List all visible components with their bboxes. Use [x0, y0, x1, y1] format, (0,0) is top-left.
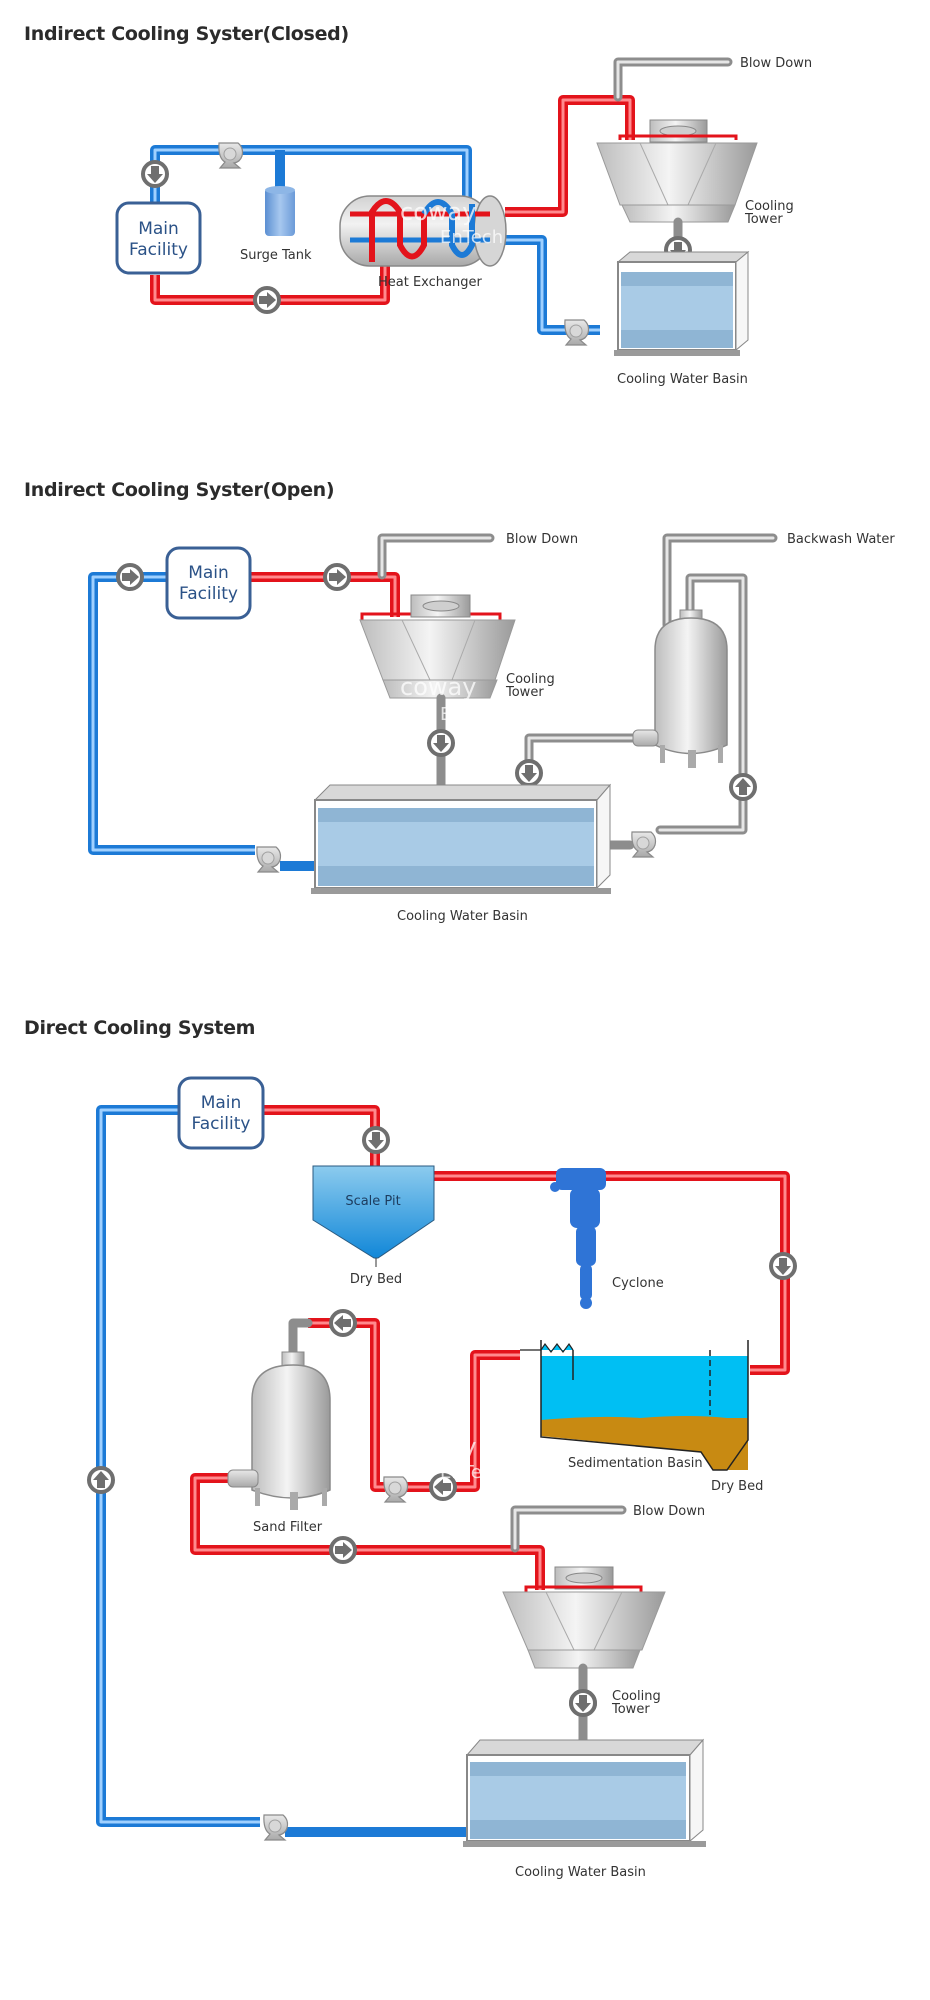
svg-text:Facility: Facility	[129, 240, 188, 260]
heat-exchanger-label: Heat Exchanger	[378, 275, 482, 290]
scale-pit: Scale Pit	[312, 1165, 435, 1267]
svg-text:Facility: Facility	[179, 584, 238, 604]
cooling-tower-label: Cooling	[745, 199, 794, 214]
watermark: coway EnTech	[400, 198, 503, 248]
watermark: coway EnTech	[400, 1433, 503, 1483]
cyclone-label: Cyclone	[612, 1276, 664, 1291]
blow-down-pipe	[377, 533, 495, 580]
section-direct: Direct Cooling System Main	[24, 1017, 797, 1880]
surge-tank	[265, 186, 295, 236]
flow-arrow-left-icon	[329, 1309, 357, 1337]
cooling-water-basin	[463, 1738, 706, 1847]
surge-tank-label: Surge Tank	[240, 248, 312, 263]
blow-down-label: Blow Down	[633, 1504, 705, 1519]
flow-arrow-right-icon	[116, 563, 144, 591]
main-facility-box: Main Facility	[177, 1076, 265, 1150]
flow-arrow-up-icon	[87, 1466, 115, 1494]
flow-arrow-down-icon	[427, 729, 455, 757]
flow-arrow-right-icon	[323, 563, 351, 591]
flow-arrow-up-icon	[729, 773, 757, 801]
dry-bed-label: Dry Bed	[350, 1272, 402, 1287]
svg-text:Facility: Facility	[192, 1114, 251, 1134]
svg-text:Tower: Tower	[611, 1702, 650, 1717]
section-indirect-closed: Indirect Cooling Syster(Closed) Blow Dow…	[24, 23, 812, 387]
svg-text:Tower: Tower	[505, 685, 544, 700]
sedimentation-basin	[520, 1340, 749, 1471]
flow-arrow-right-icon	[329, 1536, 357, 1564]
flow-arrow-down-icon	[769, 1252, 797, 1280]
pump-icon	[564, 319, 590, 346]
svg-text:EnTech: EnTech	[440, 1462, 503, 1483]
flow-arrow-down-icon	[515, 759, 543, 787]
svg-text:Main: Main	[201, 1093, 242, 1113]
heat-exchanger	[339, 195, 507, 267]
section-title: Direct Cooling System	[24, 1017, 255, 1039]
svg-text:Main: Main	[188, 563, 229, 583]
cooling-tower	[596, 119, 758, 223]
watermark: coway EnTech	[400, 673, 503, 725]
sand-filter-label: Sand Filter	[253, 1520, 323, 1535]
cold-pipe	[88, 572, 315, 871]
blow-down-label: Blow Down	[506, 532, 578, 547]
cooling-tower-label: Cooling	[612, 1689, 661, 1704]
pump-icon	[256, 846, 282, 873]
pump-icon	[218, 142, 244, 169]
cooling-tower	[359, 594, 516, 699]
svg-text:EnTech: EnTech	[440, 704, 503, 725]
svg-text:coway: coway	[400, 673, 476, 701]
cooling-tower-label: Cooling	[506, 672, 555, 687]
dry-bed-label: Dry Bed	[711, 1479, 763, 1494]
section-title: Indirect Cooling Syster(Closed)	[24, 23, 349, 45]
section-indirect-open: Indirect Cooling Syster(Open) Blow Down …	[24, 479, 895, 924]
section-title: Indirect Cooling Syster(Open)	[24, 479, 334, 501]
backwash-water-label: Backwash Water	[787, 532, 895, 547]
blow-down-label: Blow Down	[740, 56, 812, 71]
svg-text:coway: coway	[400, 198, 476, 226]
cooling-water-basin	[614, 250, 750, 356]
blow-down-pipe	[613, 57, 733, 102]
filter-inlet-pipe	[288, 1318, 313, 1360]
cooling-water-basin-label: Cooling Water Basin	[515, 1865, 646, 1880]
cyclone	[550, 1168, 606, 1309]
cooling-water-basin-label: Cooling Water Basin	[617, 372, 748, 387]
cooling-water-basin-label: Cooling Water Basin	[397, 909, 528, 924]
pump-icon	[263, 1814, 289, 1841]
pump-icon	[383, 1476, 409, 1503]
cooling-tower	[502, 1566, 666, 1669]
svg-text:coway: coway	[400, 1433, 476, 1461]
sedimentation-basin-label: Sedimentation Basin	[568, 1456, 703, 1471]
pump-icon	[631, 831, 657, 858]
flow-arrow-right-icon	[253, 286, 281, 314]
flow-arrow-down-icon	[362, 1126, 390, 1154]
main-facility-box: Main Facility	[165, 546, 252, 620]
svg-text:Main: Main	[138, 219, 179, 239]
flow-arrow-down-icon	[569, 1689, 597, 1717]
cooling-water-basin	[311, 783, 612, 894]
main-facility-box: Main Facility	[115, 201, 202, 275]
blow-down-pipe	[510, 1505, 627, 1553]
svg-text:EnTech: EnTech	[440, 227, 503, 248]
sand-filter	[227, 1351, 331, 1510]
backwash-filter	[632, 609, 728, 768]
svg-text:Scale Pit: Scale Pit	[345, 1194, 400, 1209]
flow-arrow-down-icon	[141, 160, 169, 188]
svg-text:Tower: Tower	[744, 212, 783, 227]
